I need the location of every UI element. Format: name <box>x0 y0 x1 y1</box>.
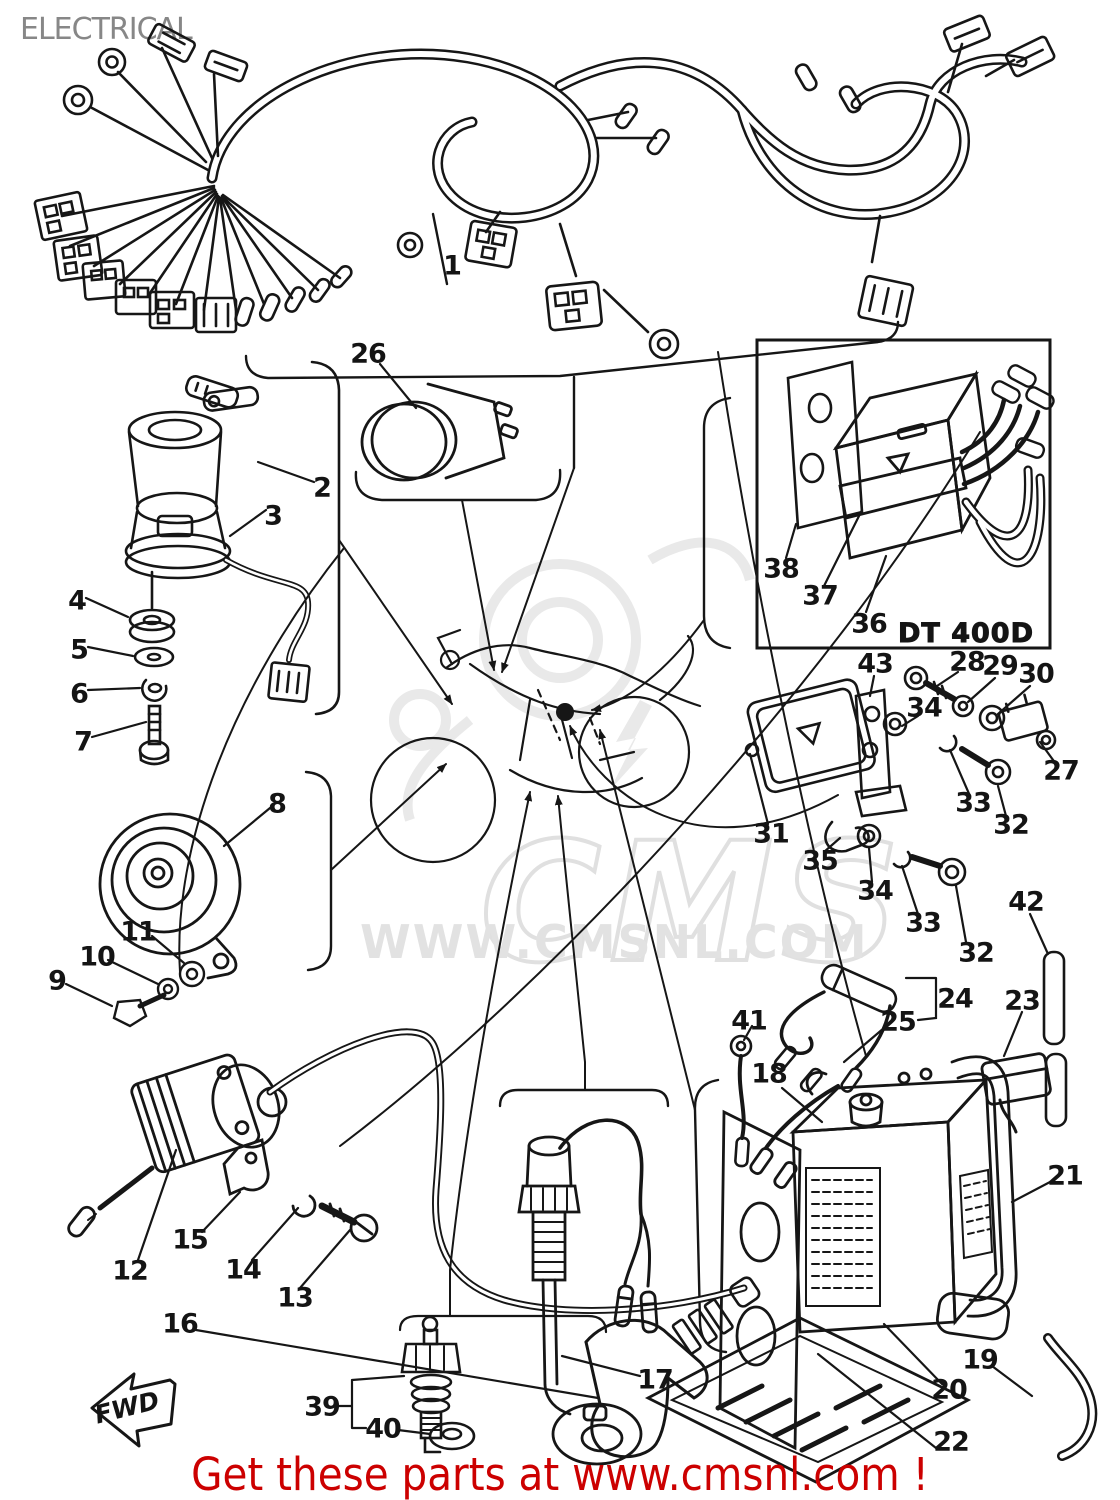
part-label-4: 4 <box>68 585 87 617</box>
part-label-34: 34 <box>906 692 943 724</box>
part-label-26: 26 <box>350 338 387 370</box>
part-label-24: 24 <box>937 983 974 1015</box>
battery-group <box>644 912 1098 1484</box>
flasher-relay <box>354 362 562 502</box>
motorcycle-reference-sketch <box>178 351 981 1317</box>
watermark-lightning-icon <box>610 700 652 790</box>
part-label-31: 31 <box>753 818 790 850</box>
dt400d-cdi-inset: DT 400D <box>702 338 1055 650</box>
part-label-39: 39 <box>304 1391 341 1423</box>
wire-harness <box>33 14 1056 470</box>
part-label-1: 1 <box>443 250 462 282</box>
ignition-coil-group <box>67 1028 748 1314</box>
main-switch-assembly <box>84 360 341 766</box>
part-label-43: 43 <box>857 648 894 680</box>
page-title: ELECTRICAL <box>20 12 193 47</box>
part-label-28: 28 <box>949 646 986 678</box>
oil-level-switch <box>498 1088 670 1466</box>
watermark-url-text: WWW.CMSNL.COM <box>360 915 869 969</box>
part-label-33: 33 <box>955 787 992 819</box>
part-label-23: 23 <box>1004 985 1041 1017</box>
part-label-10: 10 <box>79 941 116 973</box>
part-label-5: 5 <box>70 634 89 666</box>
part-label-16: 16 <box>162 1308 199 1340</box>
part-label-35: 35 <box>802 845 839 877</box>
part-label-41: 41 <box>731 1005 768 1037</box>
horn <box>64 770 333 1028</box>
part-label-17: 17 <box>637 1364 674 1396</box>
part-label-42: 42 <box>1008 886 1045 918</box>
part-label-30: 30 <box>1018 658 1055 690</box>
model-label: DT 400D <box>898 618 1034 649</box>
part-label-2: 2 <box>313 472 332 504</box>
part-label-21: 21 <box>1047 1160 1084 1192</box>
part-label-18: 18 <box>751 1058 788 1090</box>
spark-plug-cap <box>194 1276 761 1459</box>
part-label-29: 29 <box>982 650 1019 682</box>
part-label-19: 19 <box>962 1344 999 1376</box>
part-label-32: 32 <box>993 809 1030 841</box>
part-label-40: 40 <box>365 1413 402 1445</box>
part-label-3: 3 <box>264 500 283 532</box>
part-label-27: 27 <box>1043 755 1080 787</box>
part-label-22: 22 <box>933 1426 970 1458</box>
part-label-14: 14 <box>225 1254 262 1286</box>
part-label-13: 13 <box>277 1282 314 1314</box>
part-label-34: 34 <box>857 875 894 907</box>
part-label-11: 11 <box>120 916 157 948</box>
part-label-38: 38 <box>763 553 800 585</box>
part-label-7: 7 <box>74 726 93 758</box>
part-label-36: 36 <box>851 608 888 640</box>
part-label-25: 25 <box>880 1006 917 1038</box>
spark-plug <box>336 1314 608 1454</box>
part-label-9: 9 <box>48 965 67 997</box>
part-label-8: 8 <box>268 788 287 820</box>
part-label-32: 32 <box>958 937 995 969</box>
footer-link[interactable]: Get these parts at www.cmsnl.com ! <box>191 1448 929 1500</box>
part-label-33: 33 <box>905 907 942 939</box>
part-label-15: 15 <box>172 1224 209 1256</box>
part-label-6: 6 <box>70 678 89 710</box>
part-label-20: 20 <box>931 1374 968 1406</box>
part-label-12: 12 <box>112 1255 149 1287</box>
rectifier-group <box>729 665 1058 1168</box>
part-label-37: 37 <box>802 580 839 612</box>
